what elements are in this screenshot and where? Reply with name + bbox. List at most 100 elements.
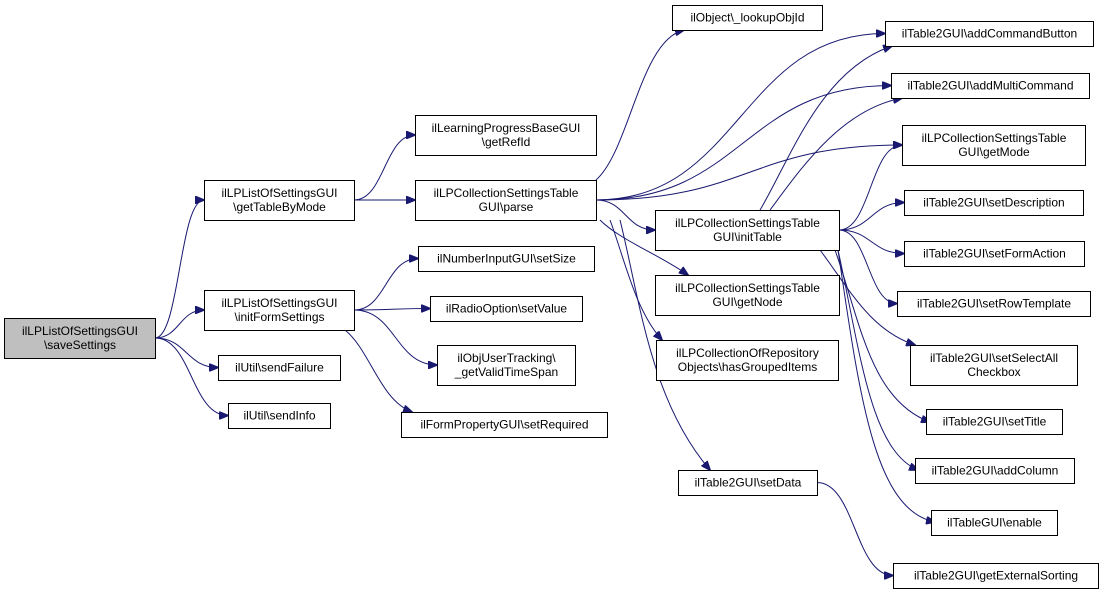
edge-n6-to-n15 [619,219,710,470]
node-label: GUI\getNode [712,295,782,309]
edge-n6-to-n14 [609,219,662,340]
node-label: ilTable2GUI\setDescription [923,196,1064,210]
node-label: _getValidTimeSpan [454,365,558,379]
graph-node[interactable]: ilTable2GUI\setFormAction [904,241,1085,267]
edge-n15-to-n26 [816,482,893,576]
node-label: Checkbox [967,365,1020,379]
node-label: ilLearningProgressBaseGUI [432,121,581,135]
graph-node[interactable]: ilTable2GUI\setDescription [904,190,1084,216]
edge-n12-to-n20 [838,229,904,254]
root-node-box [4,318,156,359]
graph-node[interactable]: ilUtil\sendFailure [218,355,341,381]
graph-node[interactable]: ilFormPropertyGUI\setRequired [401,412,608,438]
graph-node[interactable]: ilLPListOfSettingsGUI\getTableByMode [204,180,355,221]
node-label: \saveSettings [44,338,116,352]
node-label: GUI\parse [479,200,534,214]
edge-n0-to-n2 [154,310,204,339]
edge-n12-to-n19 [838,203,904,231]
edge-n6-to-n16 [595,34,885,201]
node-label: ilTable2GUI\setSelectAll [930,351,1058,365]
graph-node[interactable]: ilLPListOfSettingsGUI\saveSettings [4,318,156,359]
edge-n6-to-n12 [595,199,655,230]
graph-node[interactable]: ilTable2GUI\setTitle [926,409,1063,435]
node-box [418,246,595,272]
node-label: ilNumberInputGUI\setSize [437,252,576,266]
node-box [885,21,1094,47]
edge-n12-to-n16 [759,46,892,211]
node-label: \initFormSettings [234,310,324,324]
graph-node[interactable]: ilTable2GUI\setData [678,470,818,496]
node-label: ilLPCollectionSettingsTable [922,131,1067,145]
node-box [655,210,840,251]
node-label: ilFormPropertyGUI\setRequired [420,418,588,432]
edge-n6-to-n13 [599,219,688,275]
edge-n2-to-n8 [353,309,430,311]
node-label: ilUtil\sendInfo [243,409,315,423]
node-box [897,291,1091,317]
node-label: ilTable2GUI\addCommandButton [902,27,1077,41]
node-box [678,470,818,496]
graph-node[interactable]: ilLPCollectionOfRepositoryObjects\hasGro… [656,340,839,381]
node-label: ilTable2GUI\addColumn [932,464,1059,478]
node-box [656,340,839,381]
node-label: ilObjUserTracking\ [457,351,556,365]
node-label: ilTable2GUI\setRowTemplate [917,297,1071,311]
node-box [915,458,1075,484]
node-label: ilTableGUI\enable [947,516,1042,530]
node-box [204,290,355,331]
node-label: ilRadioOption\setValue [446,302,568,316]
graph-node[interactable]: ilNumberInputGUI\setSize [418,246,595,272]
graph-node[interactable]: ilRadioOption\setValue [430,296,583,322]
node-box [415,180,597,221]
edge-n0-to-n4 [154,337,228,416]
node-label: ilLPCollectionSettingsTable [675,216,820,230]
edge-n12-to-n23 [834,249,930,422]
edge-n2-to-n10 [344,329,412,412]
node-label: \getTableByMode [233,200,326,214]
graph-node[interactable]: ilTable2GUI\addCommandButton [885,21,1094,47]
node-label: ilLPListOfSettingsGUI [221,186,337,200]
node-label: ilTable2GUI\setData [695,476,802,490]
graph-node[interactable]: ilTable2GUI\setRowTemplate [897,291,1091,317]
graph-node[interactable]: ilLPListOfSettingsGUI\initFormSettings [204,290,355,331]
node-label: ilTable2GUI\addMultiCommand [907,79,1073,93]
graph-node[interactable]: ilObject\_lookupObjId [672,5,823,31]
nodes: ilLPListOfSettingsGUI\saveSettingsilLPLi… [4,5,1099,589]
node-box [893,563,1099,589]
node-box [401,412,608,438]
edge-n0-to-n1 [154,200,204,339]
node-label: GUI\getMode [958,145,1030,159]
node-label: ilLPCollectionSettingsTable [675,281,820,295]
node-box [904,190,1084,216]
node-box [902,125,1086,166]
graph-node[interactable]: ilTable2GUI\getExternalSorting [893,563,1099,589]
node-box [218,355,341,381]
graph-node[interactable]: ilTable2GUI\addColumn [915,458,1075,484]
node-label: GUI\initTable [713,230,782,244]
graph-node[interactable]: ilLearningProgressBaseGUI\getRefId [415,115,597,156]
edge-n12-to-n25 [837,249,935,522]
node-label: ilLPCollectionOfRepository [676,346,819,360]
node-label: ilTable2GUI\getExternalSorting [914,569,1078,583]
graph-node[interactable]: ilTableGUI\enable [931,510,1058,536]
graph-node[interactable]: ilTable2GUI\addMultiCommand [891,73,1090,99]
edge-n12-to-n17 [769,98,902,211]
node-box [926,409,1063,435]
node-box [430,296,583,322]
graph-node[interactable]: ilObjUserTracking\_getValidTimeSpan [437,345,576,386]
node-label: ilLPListOfSettingsGUI [22,324,138,338]
node-box [904,241,1085,267]
node-label: \getRefId [482,135,531,149]
graph-node[interactable]: ilUtil\sendInfo [228,403,331,429]
edge-n12-to-n22 [819,249,915,345]
node-box [891,73,1090,99]
edge-n2-to-n7 [353,259,418,311]
node-label: ilLPListOfSettingsGUI [221,296,337,310]
node-box [655,275,840,316]
